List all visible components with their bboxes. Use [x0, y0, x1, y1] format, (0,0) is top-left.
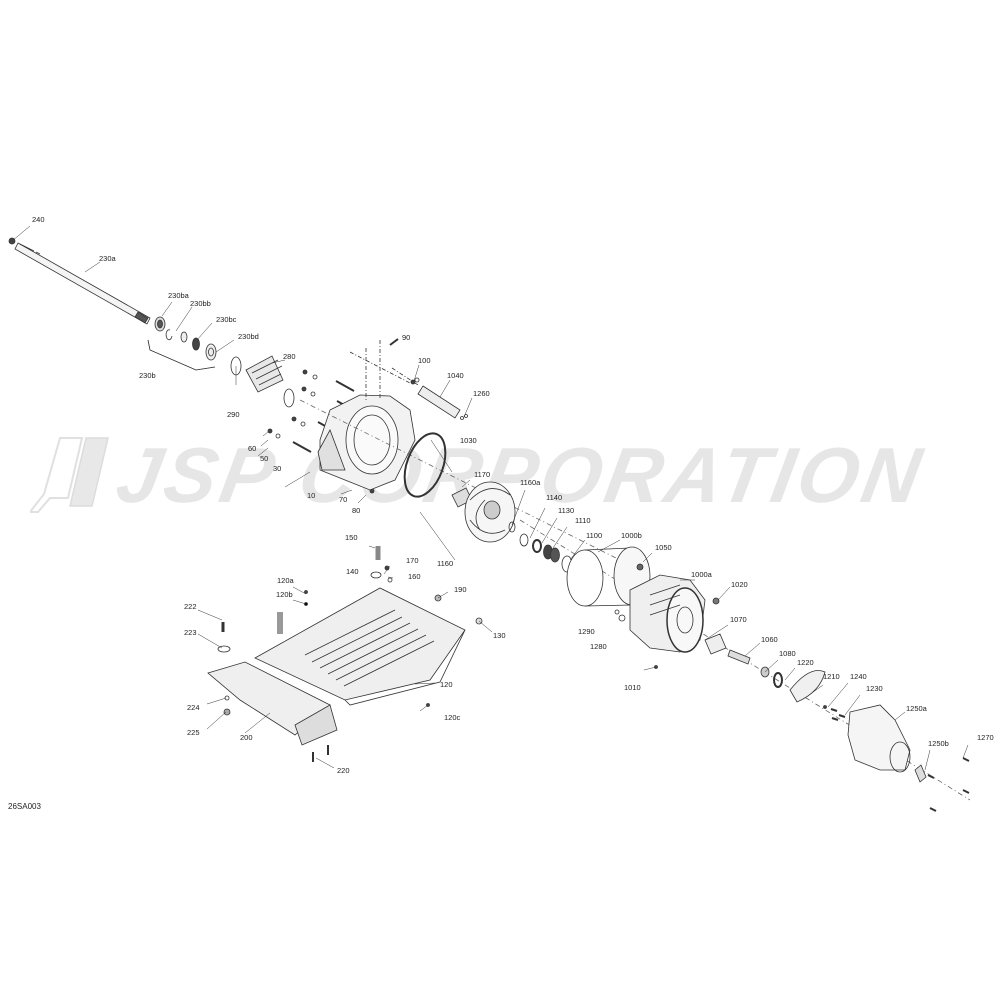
- part-label-1250a: 1250a: [906, 704, 927, 713]
- part-label-1280: 1280: [590, 642, 607, 651]
- drive-shaft-icon: [8, 237, 151, 325]
- part-label-1060: 1060: [761, 635, 778, 644]
- part-label-150: 150: [345, 533, 358, 542]
- part-label-1270: 1270: [977, 733, 994, 742]
- part-label-120: 120: [440, 680, 453, 689]
- part-label-1130: 1130: [558, 506, 575, 515]
- part-label-224: 224: [187, 703, 200, 712]
- venturi-nozzle-icon: [847, 704, 911, 773]
- part-label-230bd: 230bd: [238, 332, 259, 341]
- ride-plate-icon: [254, 587, 466, 706]
- part-label-1000a: 1000a: [691, 570, 712, 579]
- part-label-1030: 1030: [460, 436, 477, 445]
- part-label-1260: 1260: [473, 389, 490, 398]
- part-label-223: 223: [184, 628, 197, 637]
- diagram-code: 26SA003: [8, 802, 41, 811]
- part-label-1050: 1050: [655, 543, 672, 552]
- part-label-230bc: 230bc: [216, 315, 237, 324]
- part-label-1240: 1240: [850, 672, 867, 681]
- part-label-1070: 1070: [730, 615, 747, 624]
- part-label-220: 220: [337, 766, 350, 775]
- part-label-120c: 120c: [444, 713, 461, 722]
- part-label-230bb: 230bb: [190, 299, 211, 308]
- part-label-60: 60: [248, 444, 257, 453]
- part-label-1210: 1210: [823, 672, 840, 681]
- part-label-1080: 1080: [779, 649, 796, 658]
- part-label-70: 70: [339, 495, 348, 504]
- part-label-1160a: 1160a: [520, 478, 541, 487]
- part-label-1170: 1170: [474, 470, 491, 479]
- part-label-10: 10: [307, 491, 316, 500]
- part-label-170: 170: [406, 556, 419, 565]
- watermark: JSP CORPORATION: [30, 431, 975, 519]
- part-label-200: 200: [240, 733, 253, 742]
- part-label-240: 240: [32, 215, 45, 224]
- part-label-1010: 1010: [624, 683, 641, 692]
- part-label-190: 190: [454, 585, 467, 594]
- part-label-1290: 1290: [578, 627, 595, 636]
- jsp-logo-icon: [30, 437, 109, 513]
- pump-housing-icon: [629, 574, 706, 653]
- part-label-1160: 1160: [437, 559, 454, 568]
- part-label-1220: 1220: [797, 658, 814, 667]
- part-label-100: 100: [418, 356, 431, 365]
- part-label-1020: 1020: [731, 580, 748, 589]
- part-label-1100: 1100: [586, 531, 603, 540]
- part-label-1250b: 1250b: [928, 739, 949, 748]
- part-label-1110: 1110: [575, 516, 591, 525]
- part-label-1040: 1040: [447, 371, 464, 380]
- part-label-1230: 1230: [866, 684, 883, 693]
- part-label-230a: 230a: [99, 254, 116, 263]
- part-label-140: 140: [346, 567, 359, 576]
- part-label-280: 280: [283, 352, 296, 361]
- part-label-160: 160: [408, 572, 421, 581]
- part-label-290: 290: [227, 410, 240, 419]
- part-label-30: 30: [273, 464, 282, 473]
- impeller-icon: [464, 481, 516, 543]
- part-label-230b: 230b: [139, 371, 156, 380]
- part-label-50: 50: [260, 454, 269, 463]
- part-label-120a: 120a: [277, 576, 294, 585]
- part-label-230ba: 230ba: [168, 291, 189, 300]
- pump-support-housing-icon: [317, 340, 416, 491]
- part-label-225: 225: [187, 728, 200, 737]
- part-label-80: 80: [352, 506, 361, 515]
- part-label-1000b: 1000b: [621, 531, 642, 540]
- part-label-90: 90: [402, 333, 411, 342]
- part-label-130: 130: [493, 631, 506, 640]
- part-label-120b: 120b: [276, 590, 293, 599]
- part-label-222: 222: [184, 602, 197, 611]
- part-label-1140: 1140: [546, 493, 563, 502]
